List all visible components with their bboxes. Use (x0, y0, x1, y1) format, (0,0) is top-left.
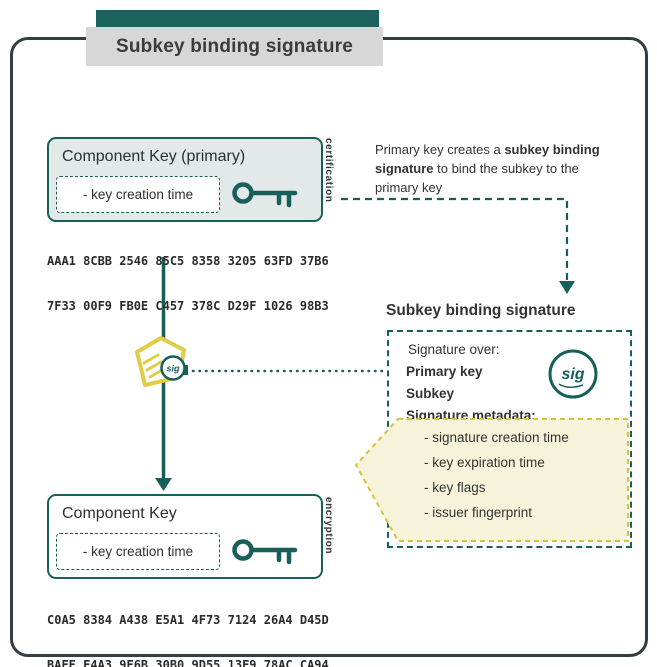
badge-sig-label: sig (166, 364, 180, 374)
primary-to-subkey-arrowhead (155, 478, 172, 491)
metadata-item-key-flags: - key flags (424, 480, 486, 495)
subkey-fingerprint-line1: C0A5 8384 A438 E5A1 4F73 7124 26A4 D45D (47, 613, 329, 627)
subkey-usage-label: encryption (323, 497, 334, 555)
binding-dashed-connector (341, 197, 569, 282)
metadata-item-signature-creation-time: - signature creation time (424, 430, 569, 445)
subkey-creation-time-box: - key creation time (56, 533, 220, 570)
page-title: Subkey binding signature (115, 35, 354, 57)
metadata-callout-shape (355, 418, 629, 542)
metadata-item-issuer-fingerprint: - issuer fingerprint (424, 505, 533, 520)
annotation-bold: subkey binding signature (375, 142, 600, 176)
primary-key-creation-time-label: - key creation time (82, 187, 194, 202)
key-icon (232, 182, 298, 208)
primary-key-box-title: Component Key (primary) (62, 148, 246, 165)
subkey-fingerprint-line2: BAEE F4A3 9E6B 30B0 9D55 13F9 78AC CA94 (47, 658, 329, 667)
binding-annotation: Primary key creates a subkey binding sig… (375, 141, 617, 198)
subkey-box-title: Component Key (62, 505, 177, 522)
annotation-before: Primary key creates a (375, 142, 505, 157)
subkey-creation-time-label: - key creation time (82, 544, 194, 559)
binding-dashed-arrowhead (559, 281, 575, 294)
sig-circle-icon: sig (548, 349, 598, 399)
primary-key-creation-time-box: - key creation time (56, 176, 220, 213)
subkey-fingerprint: C0A5 8384 A438 E5A1 4F73 7124 26A4 D45D … (47, 583, 329, 667)
primary-key-fingerprint-line2: 7F33 00F9 FB0E C457 378C D29F 1026 98B3 (47, 299, 329, 313)
sig-circle-label: sig (561, 366, 584, 383)
primary-key-usage-label: certification (323, 138, 334, 203)
signature-badge-icon: sig (135, 336, 186, 387)
signature-panel-heading: Subkey binding signature (386, 302, 576, 319)
key-icon (232, 539, 298, 565)
signature-over-item-primary-key: Primary key (406, 364, 483, 379)
primary-key-fingerprint-line1: AAA1 8CBB 2546 85C5 8358 3205 63FD 37B6 (47, 254, 329, 268)
annotation-after: to bind the subkey to the primary key (375, 160, 579, 195)
signature-over-label: Signature over: (408, 342, 500, 357)
signature-over-item-subkey: Subkey (406, 386, 455, 401)
primary-key-fingerprint: AAA1 8CBB 2546 85C5 8358 3205 63FD 37B6 … (47, 224, 329, 344)
metadata-item-key-expiration-time: - key expiration time (424, 455, 545, 470)
title-banner: Subkey binding signature (86, 27, 383, 66)
